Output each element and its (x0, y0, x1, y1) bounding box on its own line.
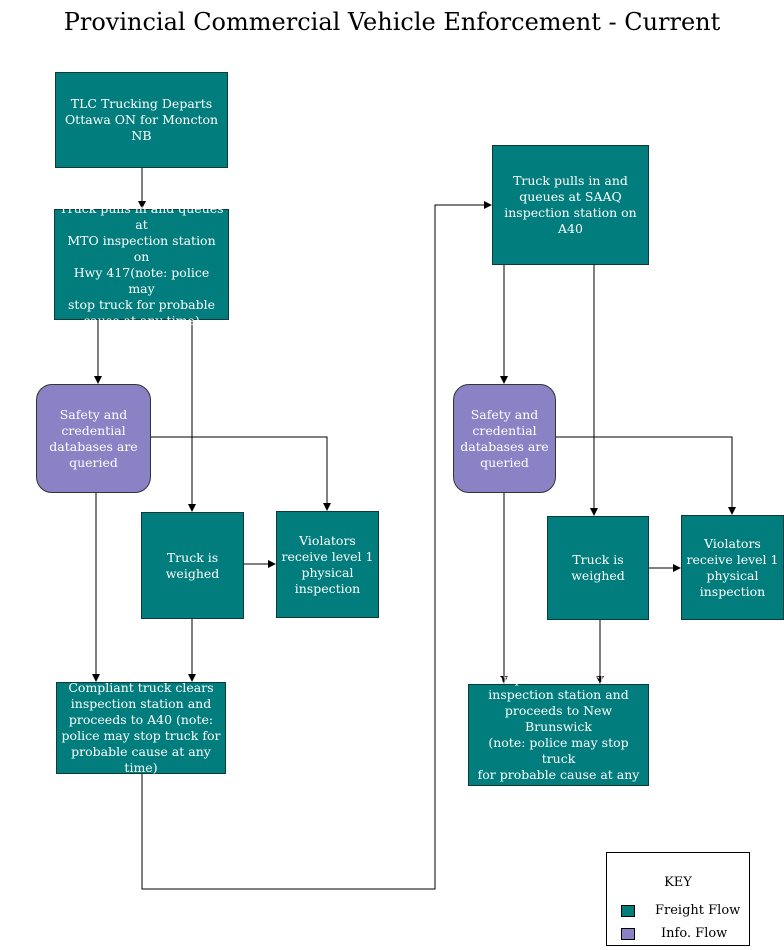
node-depart: TLC Trucking Departs Ottawa ON for Monct… (55, 72, 228, 168)
node-clear-left: Compliant truck clears inspection statio… (56, 680, 226, 775)
legend-row-info: Info. Flow (621, 926, 727, 941)
node-violators-left: Violators receive level 1 physical inspe… (276, 511, 379, 618)
node-db-right: Safety and credential databases are quer… (453, 384, 556, 493)
arrow-clear-left-to-saaq (141, 201, 492, 890)
node-clear-right: Compliant truck clears inspection statio… (468, 671, 649, 798)
legend-freight-label: Freight Flow (655, 903, 741, 918)
legend-info-label: Info. Flow (661, 926, 728, 941)
legend-row-freight: Freight Flow (621, 903, 740, 918)
node-db-left: Safety and credential databases are quer… (36, 384, 151, 493)
arrow-db-right-to-violators (555, 436, 736, 515)
node-violators-right: Violators receive level 1 physical inspe… (681, 515, 784, 620)
node-saaq-queue: Truck pulls in and queues at SAAQ inspec… (492, 145, 649, 265)
legend-title: KEY (664, 875, 692, 890)
node-weigh-right: Truck is weighed (547, 516, 649, 620)
node-weigh-left: Truck is weighed (141, 512, 244, 619)
legend-key: KEY Freight Flow Info. Flow (606, 852, 750, 946)
info-swatch (621, 927, 635, 940)
arrow-db-left-to-violators (150, 436, 331, 511)
diagram-title: Provincial Commercial Vehicle Enforcemen… (63, 8, 721, 36)
node-mto-queue: Truck pulls in and queues at MTO inspect… (54, 201, 229, 328)
freight-swatch (621, 904, 635, 917)
